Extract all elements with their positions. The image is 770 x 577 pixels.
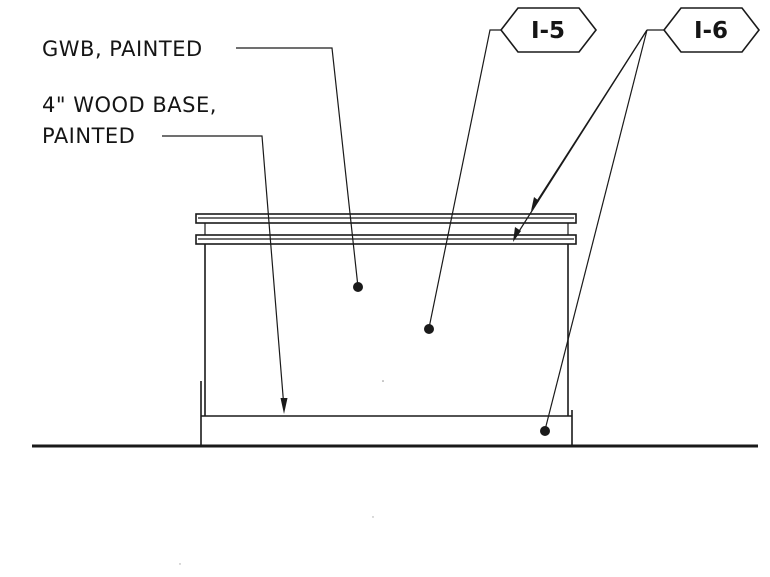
wood-base-note-line2: PAINTED	[42, 124, 135, 148]
top-cap-lower	[195, 234, 577, 245]
gwb-note: GWB, PAINTED	[42, 37, 203, 61]
tag-i6-label: I-6	[694, 18, 728, 44]
top-cap-upper	[195, 213, 577, 224]
wall-elevation	[195, 213, 577, 446]
tag-i5-label: I-5	[531, 18, 565, 44]
tag-hexagon-i5: I-5	[499, 7, 598, 53]
wood-base-note-line1: 4" WOOD BASE,	[42, 93, 217, 117]
tag-hexagon-i6: I-6	[662, 7, 761, 53]
i6-leader-lower-cap	[515, 29, 648, 237]
wood-base-arrowhead	[280, 398, 288, 414]
i6-leaders	[513, 29, 664, 436]
i5-leader	[428, 29, 501, 329]
gwb-leader	[236, 47, 359, 288]
i5-leader-dot	[424, 324, 434, 334]
wood-base-leader	[162, 135, 285, 409]
gwb-leader-dot	[353, 282, 363, 292]
i6-leader-base	[544, 29, 648, 431]
i6-leader-dot	[540, 426, 550, 436]
